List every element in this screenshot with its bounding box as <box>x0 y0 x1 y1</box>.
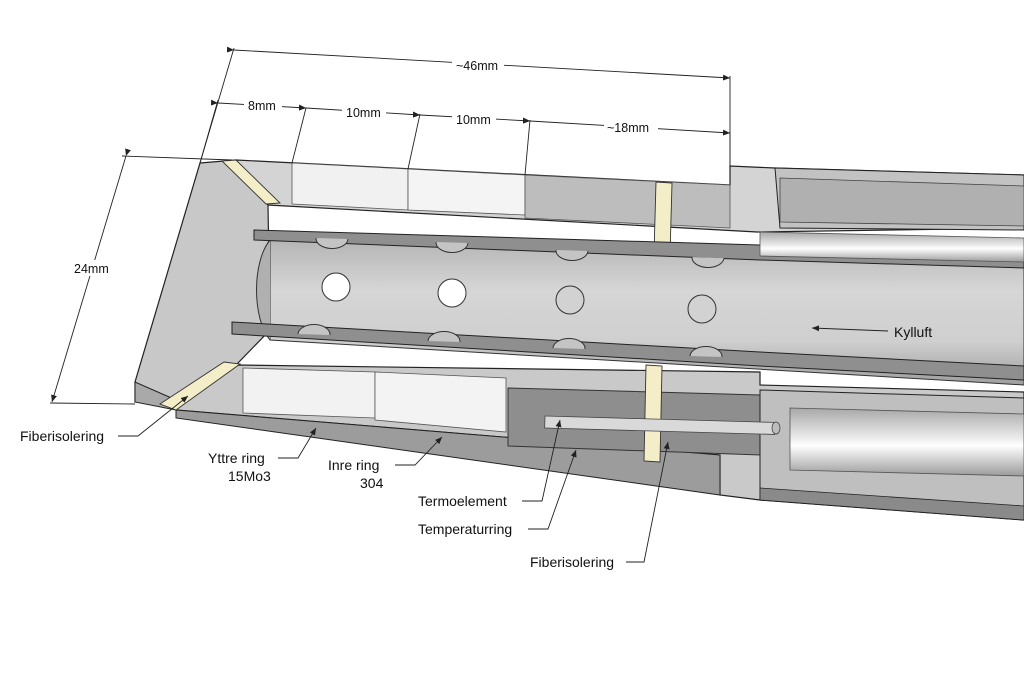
dim-10mm-a: 10mm <box>346 106 381 120</box>
label-inner-ring-2: 304 <box>360 475 384 491</box>
label-fiber-left: Fiberisolering <box>20 428 104 444</box>
hole-1 <box>321 272 351 302</box>
dim-total: ~46mm <box>456 59 498 73</box>
dimension-labels: ~46mm 8mm 10mm 10mm ~18mm 24mm <box>70 57 658 276</box>
hole-3 <box>555 285 585 315</box>
right-top-groove <box>779 177 1024 227</box>
notch-bottom-3 <box>552 338 586 350</box>
notch-top-4 <box>691 256 725 268</box>
label-inner-ring-1: Inre ring <box>328 457 379 473</box>
notch-bottom-1 <box>297 324 331 336</box>
outer-body <box>134 159 1024 521</box>
label-cooling-air: Kylluft <box>894 324 932 340</box>
dim-height-line <box>51 148 131 403</box>
right-inner-tube <box>759 231 1024 263</box>
right-bottom-tube <box>789 407 1024 477</box>
top-dark-section <box>524 174 731 229</box>
fiber-insulation-bottom-mid <box>643 364 663 463</box>
notch-bottom-2 <box>427 331 461 343</box>
rod-end <box>771 421 781 435</box>
notch-top-2 <box>435 241 469 253</box>
notch-top-3 <box>555 249 589 261</box>
inner-tube <box>231 229 1024 386</box>
dim-height: 24mm <box>74 262 109 276</box>
top-ring-inner-face <box>407 168 526 216</box>
label-outer-ring-1: Yttre ring <box>208 450 265 466</box>
top-ring-outer-face <box>291 162 409 211</box>
dim-8mm: 8mm <box>248 99 276 113</box>
dim-18mm: ~18mm <box>607 121 649 135</box>
hole-4 <box>687 294 717 324</box>
thermoelement-rod <box>544 415 781 435</box>
component-labels: Fiberisolering Yttre ring 15Mo3 Inre rin… <box>20 324 932 570</box>
label-fiber-bottom: Fiberisolering <box>530 554 614 570</box>
bottom-ring-inner-face <box>374 371 507 433</box>
notch-bottom-4 <box>689 346 723 358</box>
leader-lines <box>118 325 889 563</box>
fiber-insulation-bottom-left <box>159 361 242 411</box>
insulation-layers <box>159 159 673 463</box>
hole-2 <box>437 278 467 308</box>
label-temp-ring: Temperaturring <box>418 521 512 537</box>
notch-top-1 <box>315 237 349 249</box>
label-outer-ring-2: 15Mo3 <box>228 468 271 484</box>
right-bottom-lip <box>759 487 1024 521</box>
label-thermoelement: Termoelement <box>418 493 507 509</box>
bottom-ring-outer-face <box>242 367 376 419</box>
dim-10mm-b: 10mm <box>456 113 491 127</box>
